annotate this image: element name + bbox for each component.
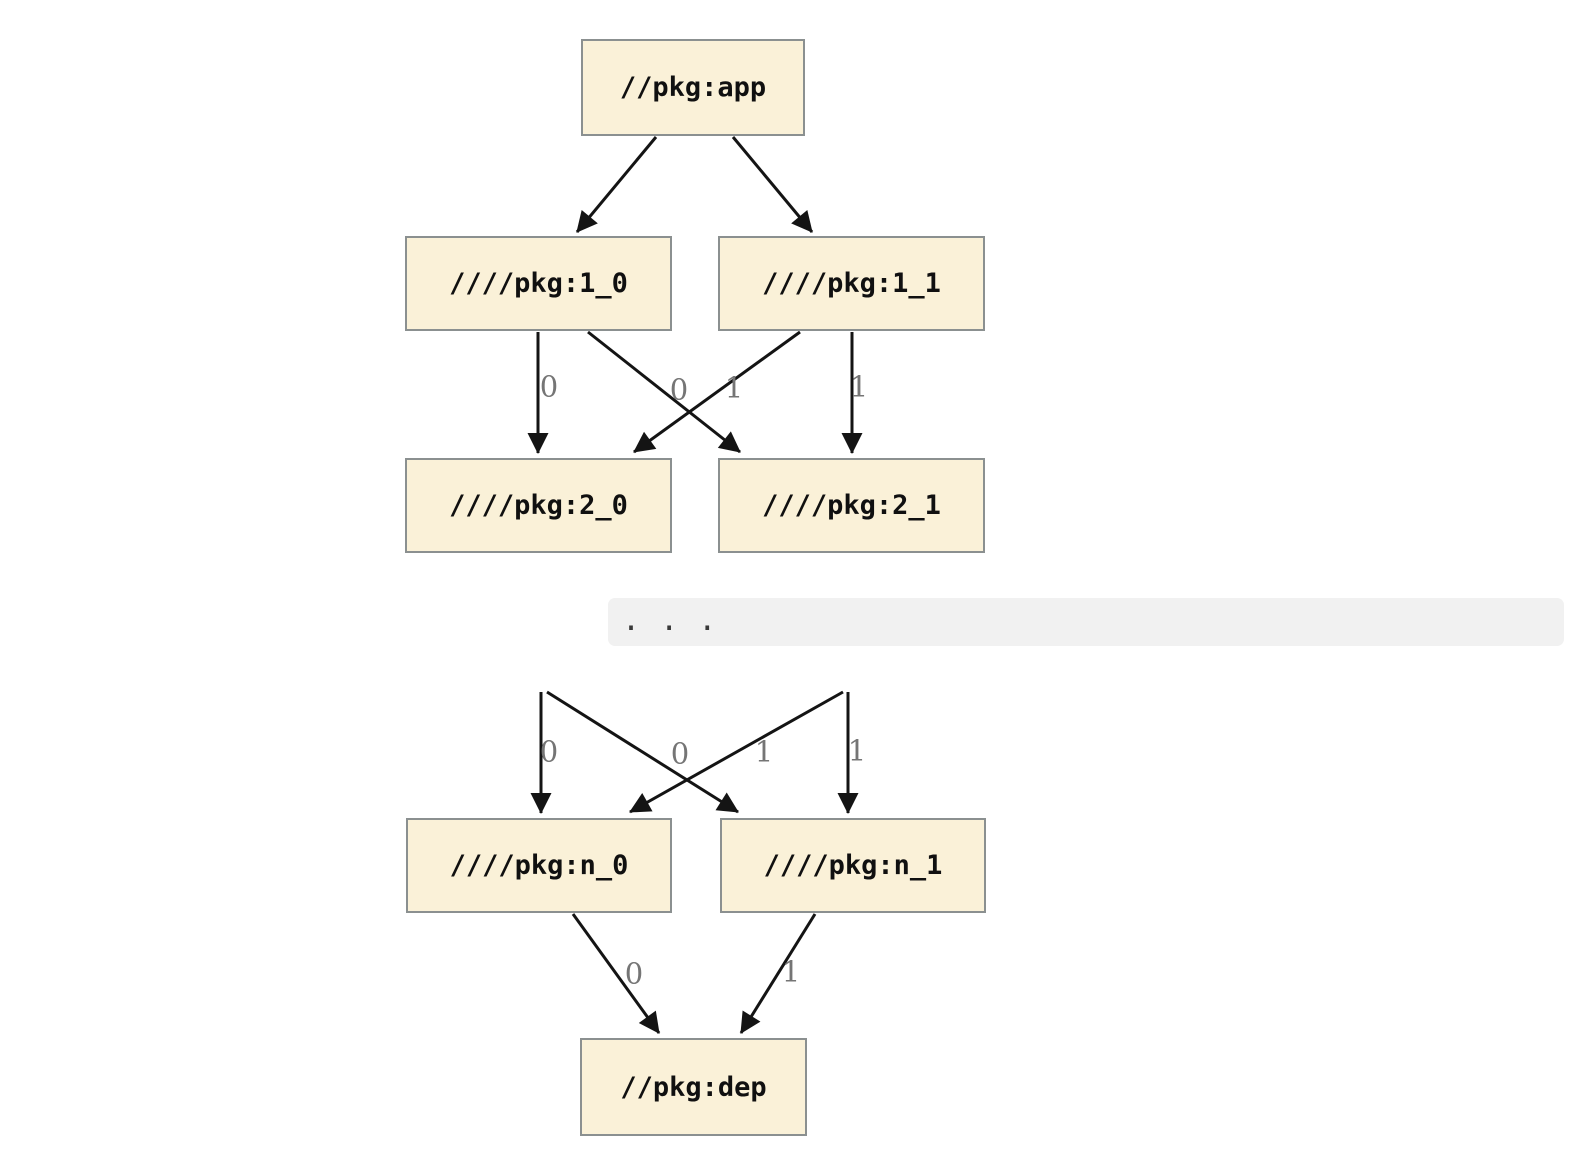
edge-label-n_0-dep: 0 [624,956,644,991]
edge-hidden1-to-n_0 [629,690,844,814]
ellipsis-text: . . . [622,602,718,638]
ellipsis-band: . . . [608,598,1564,646]
node-pkg-1_0: ////pkg:1_0 [405,236,672,331]
node-label: ////pkg:2_1 [762,490,941,521]
node-label: ////pkg:1_1 [762,268,941,299]
edge-n_0-to-dep [571,913,661,1034]
edge-1_0-to-2_1 [587,330,741,454]
edge-label-hidden1-n_1: 1 [847,733,867,768]
node-pkg-n_1: ////pkg:n_1 [720,818,986,913]
edge-1_1-to-2_0 [633,330,801,454]
node-pkg-2_0: ////pkg:2_0 [405,458,672,553]
node-label: ////pkg:n_0 [449,850,629,881]
node-label: //pkg:dep [620,1071,767,1103]
node-pkg-2_1: ////pkg:2_1 [718,458,985,553]
node-label: ////pkg:1_0 [449,268,628,299]
edge-app-to-1_1 [731,136,814,233]
node-pkg-app: //pkg:app [581,39,805,136]
node-pkg-dep: //pkg:dep [580,1038,807,1136]
edge-label-hidden0-n_1: 0 [670,736,690,771]
edge-label-hidden1-n_0: 1 [754,734,774,769]
edge-label-1_0-2_1: 0 [669,372,689,407]
node-label: ////pkg:n_1 [763,850,943,881]
node-pkg-n_0: ////pkg:n_0 [406,818,672,913]
node-label: ////pkg:2_0 [449,490,628,521]
node-pkg-1_1: ////pkg:1_1 [718,236,985,331]
node-label: //pkg:app [619,72,767,103]
edge-label-hidden0-n_0: 0 [539,734,559,769]
edge-label-1_0-2_0: 0 [539,369,559,404]
edge-label-1_1-2_1: 1 [849,369,869,404]
edge-hidden0-to-n_1 [546,690,739,814]
edge-n_1-to-dep [739,913,817,1034]
edge-label-1_1-2_0: 1 [724,370,744,405]
edge-label-n_1-dep: 1 [781,954,801,989]
edge-app-to-1_0 [575,136,658,233]
